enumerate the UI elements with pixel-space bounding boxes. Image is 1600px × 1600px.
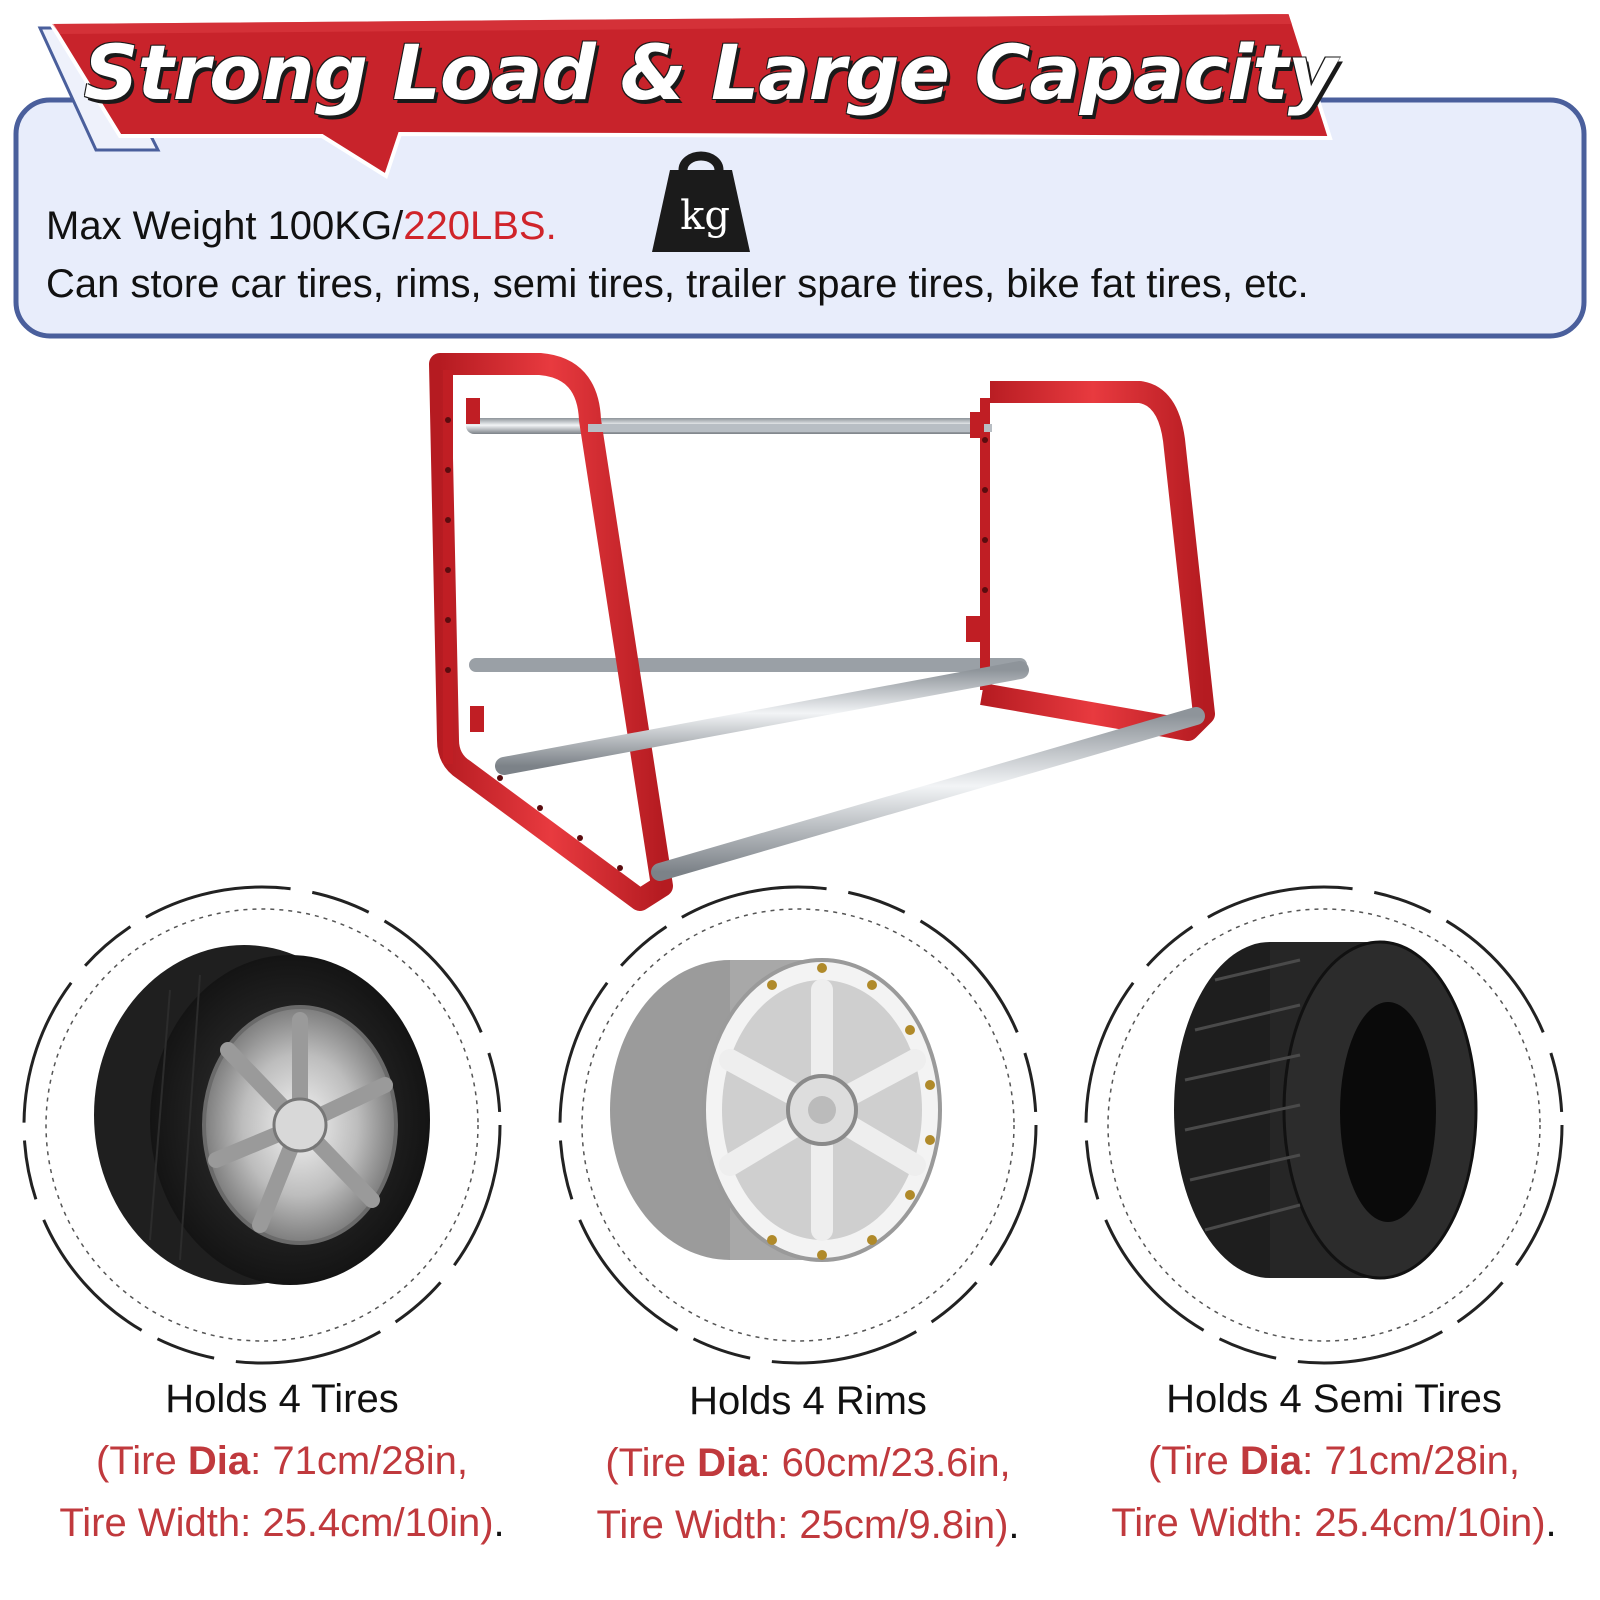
- title-banner: [37, 9, 1333, 180]
- item-caption-2: Holds 4 Rims (Tire Dia: 60cm/23.6in, Tir…: [548, 1370, 1068, 1556]
- item-spec-3: (Tire Dia: 71cm/28in,: [1148, 1439, 1520, 1483]
- item-frame-3: [1084, 885, 1564, 1365]
- rim-image: [610, 958, 942, 1262]
- max-weight-lbs: 220LBS.: [403, 204, 557, 248]
- item-spec-2: (Tire Dia: 60cm/23.6in,: [605, 1441, 1011, 1485]
- tire-with-rim-image: [94, 945, 430, 1285]
- item-width-3: Tire Width: 25.4cm/10in).: [1111, 1501, 1557, 1545]
- banner-title: Strong Load & Large Capacity: [83, 27, 1338, 117]
- tire-rack-image: [429, 353, 1215, 911]
- item-frame-2: [558, 885, 1038, 1365]
- storage-line: Can store car tires, rims, semi tires, t…: [46, 262, 1309, 306]
- max-weight-text: Max Weight 100KG/: [46, 204, 404, 248]
- item-caption-1: Holds 4 Tires (Tire Dia: 71cm/28in, Tire…: [22, 1368, 542, 1554]
- item-caption-3: Holds 4 Semi Tires (Tire Dia: 71cm/28in,…: [1074, 1368, 1594, 1554]
- item-frame-1: [22, 885, 502, 1365]
- kg-weight-label: kg: [680, 193, 730, 239]
- item-title-1: Holds 4 Tires: [165, 1377, 399, 1421]
- max-weight-line: Max Weight 100KG/220LBS.: [46, 204, 557, 249]
- item-title-2: Holds 4 Rims: [689, 1379, 927, 1423]
- kg-weight-icon: [652, 151, 750, 252]
- semi-tire-image: [1174, 940, 1478, 1280]
- item-spec-1: (Tire Dia: 71cm/28in,: [96, 1439, 468, 1483]
- item-width-2: Tire Width: 25cm/9.8in).: [596, 1503, 1020, 1547]
- item-title-3: Holds 4 Semi Tires: [1166, 1377, 1502, 1421]
- item-width-1: Tire Width: 25.4cm/10in).: [59, 1501, 505, 1545]
